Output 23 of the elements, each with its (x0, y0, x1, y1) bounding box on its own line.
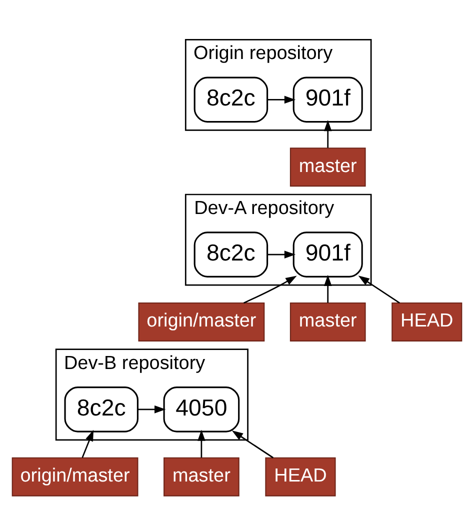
arrow (268, 95, 296, 104)
arrow (138, 404, 166, 413)
node-box: master (164, 456, 240, 496)
node-box: 8c2c (194, 76, 268, 122)
arrow (324, 120, 332, 148)
node-box: master (290, 147, 366, 186)
node-box: 8c2c (64, 386, 138, 432)
arrow (82, 429, 94, 458)
node-box: HEAD (392, 302, 462, 341)
arrow (268, 250, 296, 258)
arrow (243, 275, 297, 304)
arrow (198, 429, 206, 458)
node-box: 4050 (163, 386, 240, 432)
node-box: origin/master (12, 456, 138, 496)
node-box: master (290, 302, 366, 341)
arrow (232, 430, 274, 458)
node-box: 8c2c (194, 231, 268, 277)
node-box: 901f (292, 231, 363, 277)
arrow (358, 275, 400, 303)
arrow (324, 274, 332, 302)
node-box: origin/master (138, 302, 265, 341)
node-box: HEAD (265, 456, 336, 496)
node-box: 901f (292, 76, 363, 122)
